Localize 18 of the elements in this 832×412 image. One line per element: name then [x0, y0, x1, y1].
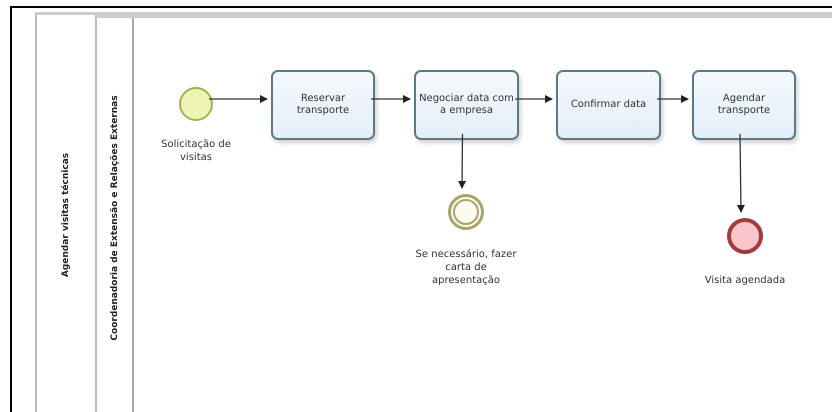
intermediate-event-circle	[448, 194, 484, 230]
task-box: Confirmar data	[556, 70, 661, 140]
sequence-flow-arrow	[458, 134, 466, 189]
pool-label: Agendar visitas técnicas	[61, 152, 71, 277]
sequence-flow-arrow	[657, 95, 689, 103]
task-box: Negociar data com a empresa	[414, 70, 519, 140]
sequence-flow-arrow	[736, 134, 745, 213]
start-event-circle	[179, 87, 213, 121]
task-box: Agendar transporte	[692, 70, 796, 140]
sequence-flow-arrow	[515, 95, 553, 103]
event-label: Visita agendada	[704, 274, 786, 287]
end-event-circle	[727, 218, 763, 254]
lane-label: Coordenadoria de Extensão e Relações Externas	[110, 94, 120, 340]
sequence-flow-arrow	[209, 95, 268, 103]
event-label: Se necessário, fazer carta de apresentação	[414, 248, 518, 287]
task-box: Reservar transporte	[271, 70, 375, 140]
event-label: Solicitação de visitas	[160, 138, 232, 164]
sequence-flow-arrow	[371, 95, 411, 103]
